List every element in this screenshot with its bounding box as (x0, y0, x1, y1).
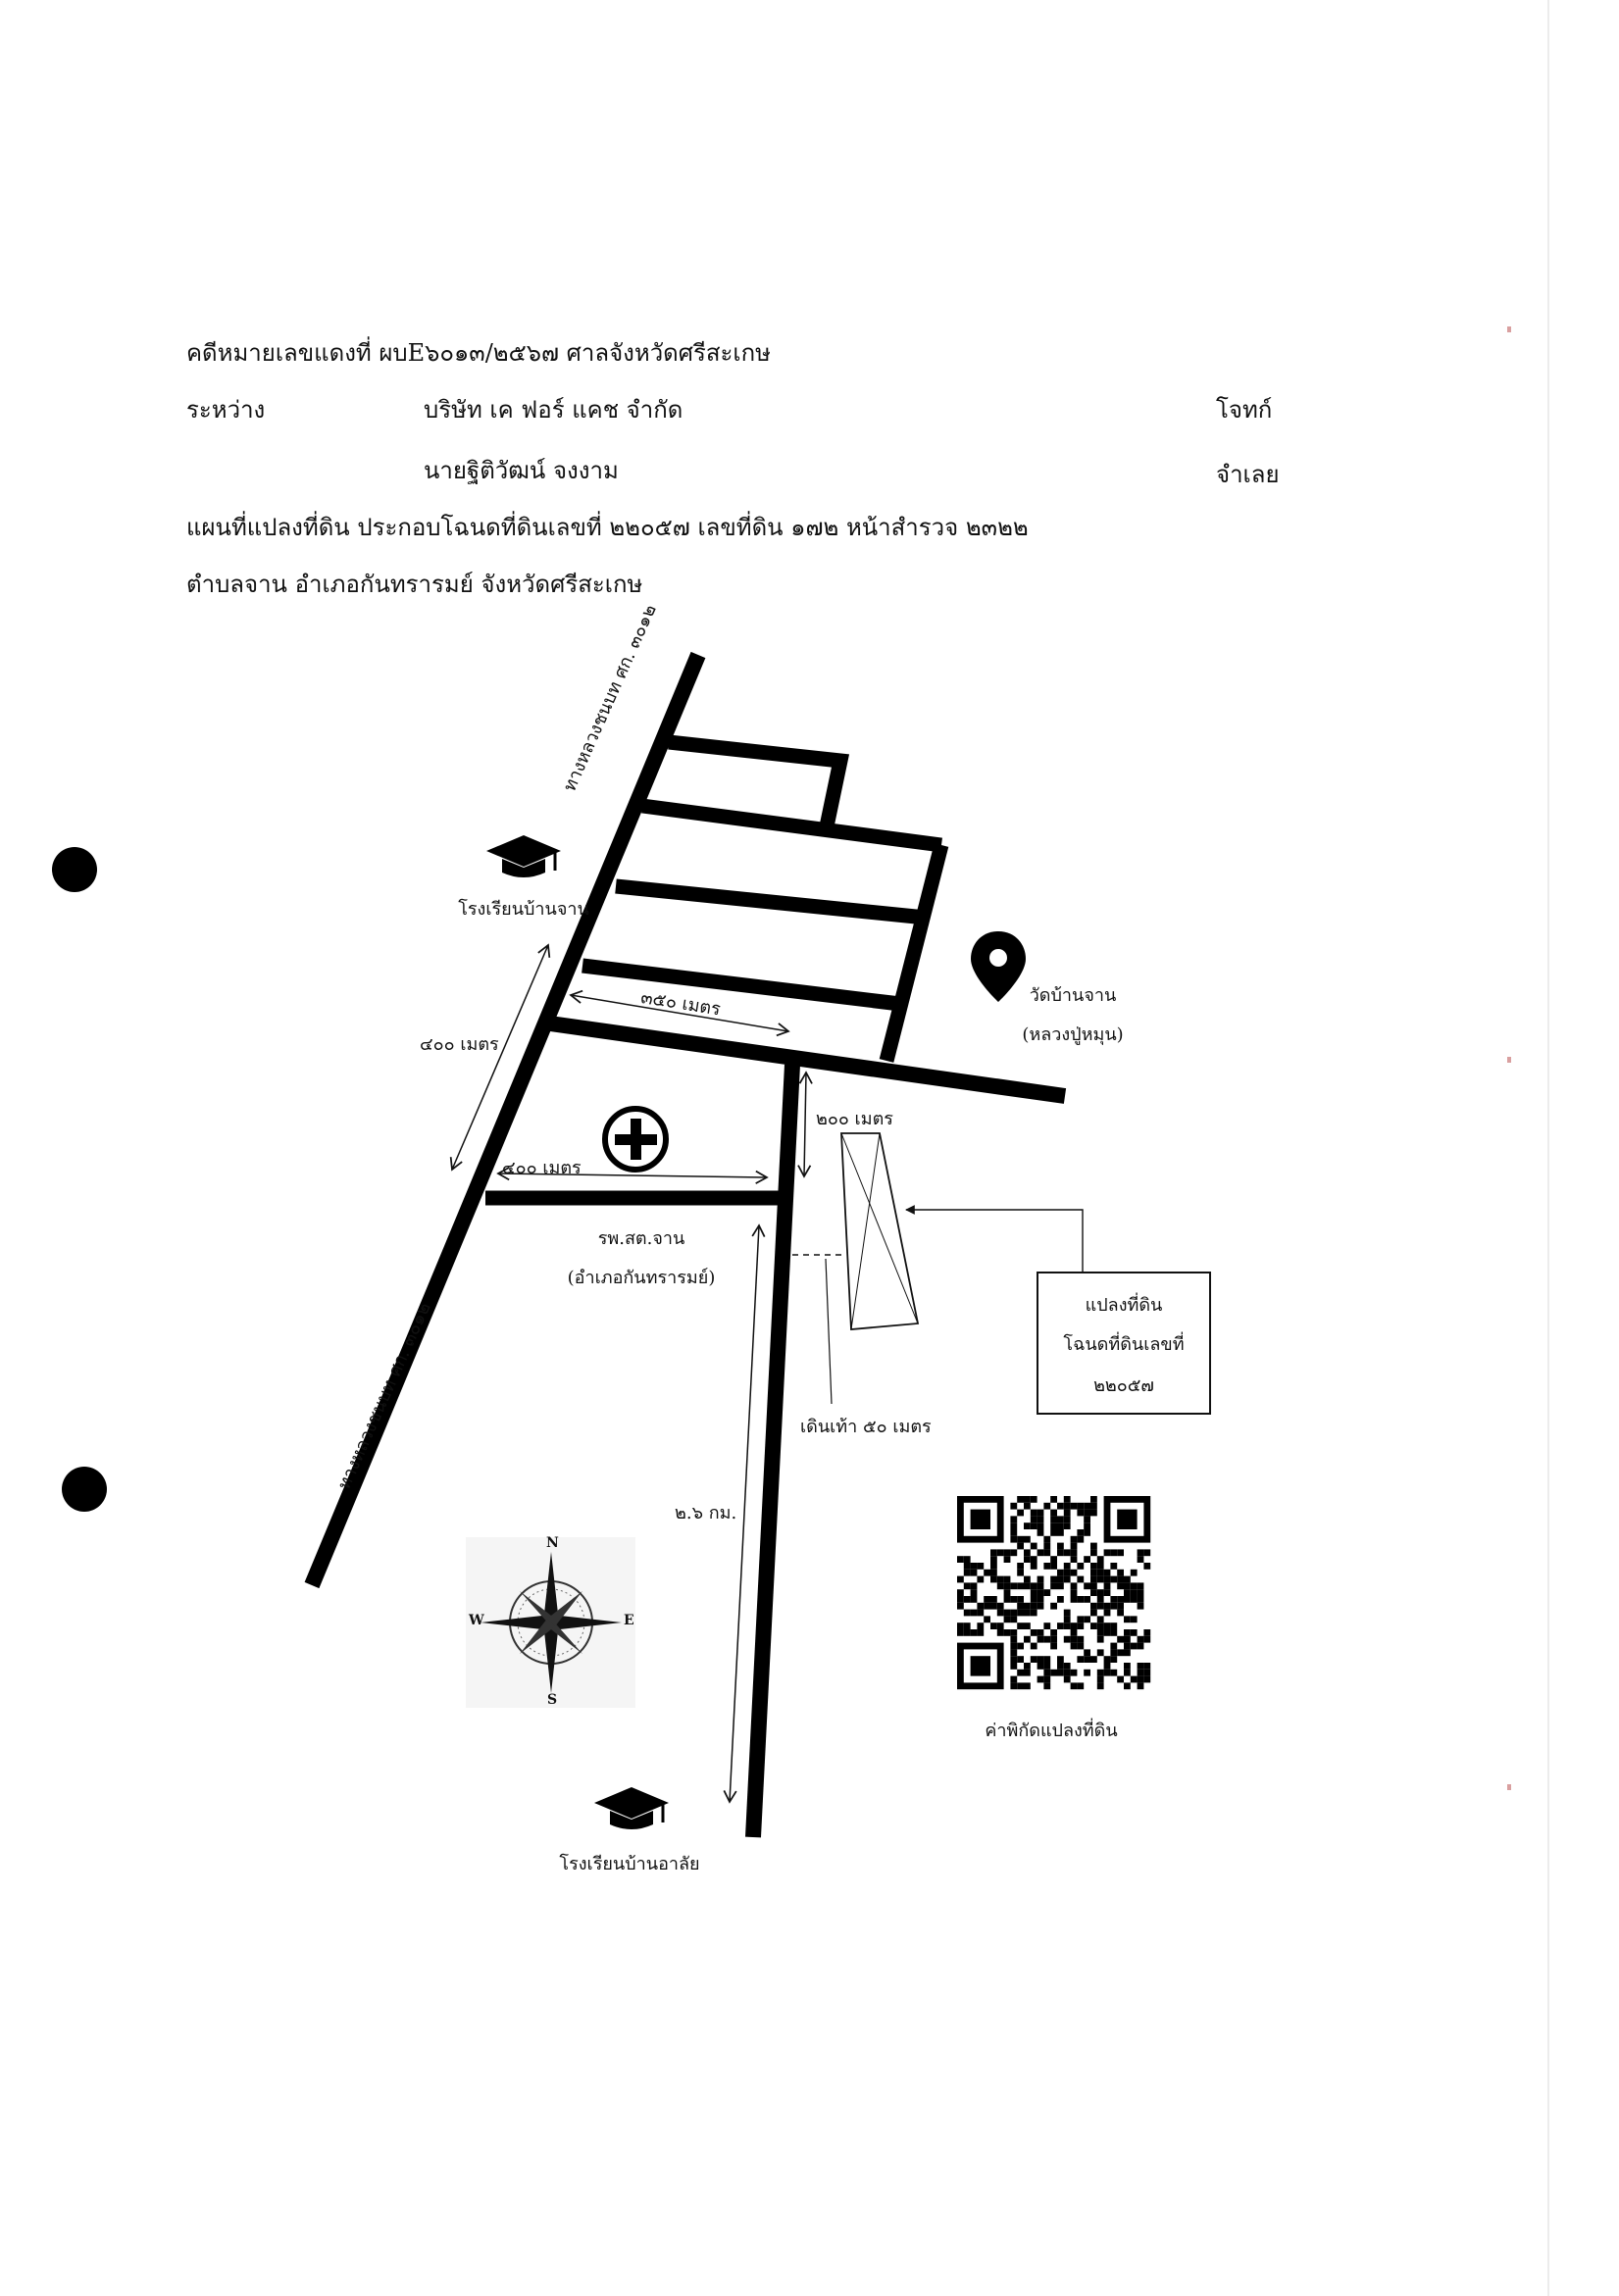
compass-north-label: N (546, 1535, 559, 1551)
plaintiff-name: บริษัท เค ฟอร์ แคช จำกัด (424, 396, 683, 424)
distance-arrow-400-left (449, 943, 551, 1172)
hospital-name-label: รพ.สต.จาน (597, 1228, 685, 1249)
temple-sub-label: (หลวงปู่หมุน) (1022, 1024, 1124, 1045)
defendant-role: จำเลย (1216, 461, 1280, 488)
distance-arrow-26km (723, 1223, 766, 1804)
compass-south-label: S (547, 1692, 558, 1708)
south-road (745, 1064, 800, 1838)
distance-label-400-inner: ๔๐๐ เมตร (502, 1158, 582, 1178)
qr-code (957, 1496, 1151, 1690)
parcel-label-line3: ๒๒๐๕๗ (1093, 1375, 1154, 1396)
edge-mark (1507, 1784, 1511, 1790)
compass-rose-icon (466, 1537, 635, 1708)
plaintiff-role: โจทก์ (1216, 396, 1273, 424)
between-label: ระหว่าง (186, 396, 266, 424)
page-edge-shadow (1547, 0, 1549, 2296)
branch-road-4 (582, 958, 901, 1012)
branch-road-main (548, 1016, 1067, 1104)
punch-hole (52, 847, 97, 892)
school-top-label: โรงเรียนบ้านจาน (458, 899, 589, 920)
graduation-cap-icon-top (486, 835, 561, 877)
hospital-sub-label: (อำเภอกันทรารมย์) (567, 1268, 716, 1288)
branch-road-top (668, 734, 850, 828)
school-bottom-label: โรงเรียนบ้านอาลัย (559, 1854, 700, 1874)
edge-mark (1507, 1057, 1511, 1063)
distance-label-walk: เดินเท้า ๕๐ เมตร (800, 1417, 932, 1437)
qr-caption: ค่าพิกัดแปลงที่ดิน (985, 1721, 1118, 1741)
map-description-line: แผนที่แปลงที่ดิน ประกอบโฉนดที่ดินเลขที่ … (186, 514, 1029, 541)
parcel-leader-line (905, 1205, 1084, 1273)
hospital-icon (602, 1106, 669, 1173)
distance-arrow-400-inner (496, 1167, 769, 1184)
parcel-label-box (1037, 1272, 1211, 1415)
distance-label-400-left: ๔๐๐ เมตร (420, 1034, 499, 1055)
punch-hole (62, 1467, 107, 1512)
connector-road (879, 843, 949, 1063)
parcel-label-line1: แปลงที่ดิน (1085, 1295, 1163, 1316)
compass-west-label: W (469, 1613, 484, 1628)
distance-arrow-200 (797, 1071, 813, 1178)
distance-label-26km: ๒.๖ กม. (675, 1503, 737, 1523)
location-line: ตำบลจาน อำเภอกันทรารมย์ จังหวัดศรีสะเกษ (186, 571, 643, 598)
graduation-cap-icon-bottom (594, 1787, 669, 1829)
parcel-label-line2: โฉนดที่ดินเลขที่ (1063, 1334, 1185, 1355)
branch-road-2 (641, 798, 942, 853)
case-number-line: คดีหมายเลขแดงที่ ผบE๖๐๑๓/๒๕๖๗ ศาลจังหวัด… (186, 339, 771, 367)
defendant-name: นายฐิติวัฒน์ จงงาม (424, 457, 619, 484)
location-pin-icon (971, 931, 1026, 1002)
compass-east-label: E (624, 1613, 634, 1628)
distance-label-200: ๒๐๐ เมตร (816, 1109, 893, 1129)
distance-arrow-350 (569, 989, 790, 1037)
edge-mark (1507, 326, 1511, 332)
branch-road-3 (615, 878, 927, 925)
temple-name-label: วัดบ้านจาน (1029, 985, 1117, 1006)
